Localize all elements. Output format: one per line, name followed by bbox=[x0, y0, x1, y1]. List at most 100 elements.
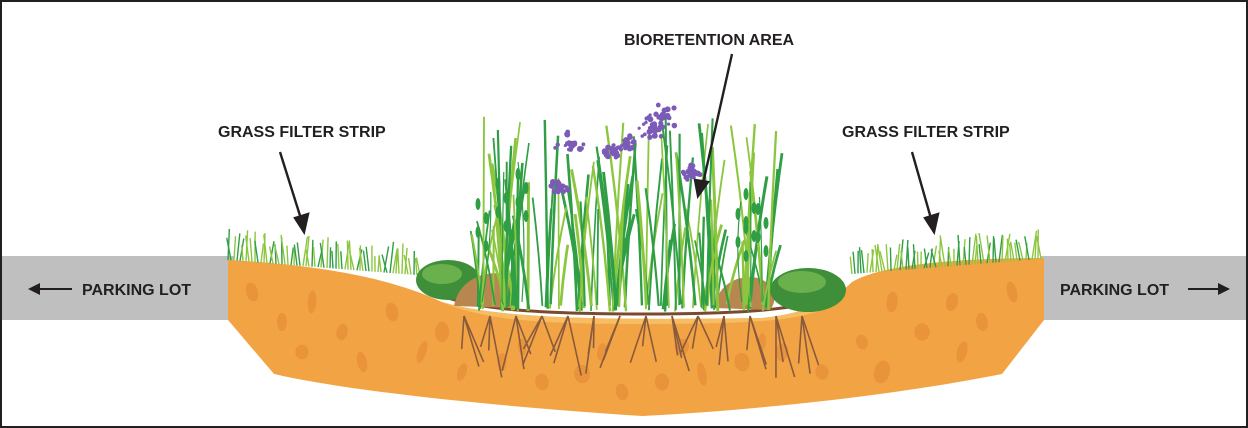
grass-blade bbox=[853, 252, 855, 274]
soil-blob bbox=[295, 345, 308, 360]
leaf bbox=[744, 250, 749, 262]
flower-floret bbox=[553, 146, 557, 150]
grass-blade bbox=[398, 248, 399, 273]
leader-bioretention bbox=[702, 54, 732, 188]
grass-blade bbox=[250, 238, 252, 262]
grass-blade bbox=[234, 236, 236, 260]
grass-blade bbox=[330, 247, 331, 268]
flower-floret bbox=[687, 174, 690, 177]
grass-blade bbox=[1007, 239, 1008, 262]
label-bioretention-area: BIORETENTION AREA bbox=[624, 32, 795, 49]
flower-floret bbox=[656, 103, 661, 108]
flower-floret bbox=[638, 127, 641, 130]
grass-blade bbox=[862, 250, 864, 273]
grass-blade bbox=[237, 233, 240, 260]
shrub-right-highlight bbox=[778, 271, 826, 293]
flower-floret bbox=[642, 123, 645, 126]
grass-blade bbox=[897, 244, 900, 271]
flower-floret bbox=[615, 153, 620, 158]
grass-blade bbox=[341, 251, 342, 269]
shrub-left-highlight bbox=[422, 264, 462, 284]
flower-floret bbox=[660, 112, 666, 118]
grass-blade bbox=[332, 251, 333, 269]
flower-floret bbox=[556, 185, 561, 190]
parking-lot-text-left: PARKING LOT bbox=[82, 282, 191, 299]
soil-blob bbox=[277, 313, 287, 331]
leaf bbox=[504, 192, 509, 204]
leaf bbox=[764, 245, 769, 257]
grass-blade bbox=[347, 241, 348, 270]
flower-floret bbox=[682, 172, 687, 177]
leaf bbox=[496, 178, 501, 190]
grass-blade bbox=[291, 247, 293, 265]
leaf bbox=[736, 236, 741, 248]
leaf bbox=[504, 220, 509, 232]
flower-floret bbox=[567, 148, 571, 152]
leaf bbox=[744, 222, 749, 234]
plant-blade bbox=[597, 209, 598, 305]
leaf bbox=[484, 240, 489, 252]
grass-blade bbox=[390, 242, 393, 273]
leaf bbox=[524, 210, 529, 222]
flower-floret bbox=[685, 178, 689, 182]
grass-blade bbox=[850, 257, 852, 274]
grass-blade bbox=[297, 242, 300, 265]
flower-floret bbox=[605, 153, 611, 159]
grass-blade bbox=[363, 251, 366, 271]
flower-floret bbox=[665, 113, 670, 118]
arrowhead-grass-left bbox=[295, 214, 308, 232]
flower-floret bbox=[671, 105, 676, 110]
grass-blade bbox=[287, 246, 288, 265]
plant-blade bbox=[693, 124, 708, 308]
grass-blade bbox=[890, 248, 891, 271]
flower-floret bbox=[648, 126, 652, 130]
flower-floret bbox=[564, 132, 569, 137]
grass-blade bbox=[1002, 236, 1003, 262]
plant-blade bbox=[533, 198, 543, 306]
flower-floret bbox=[561, 189, 566, 194]
leaf bbox=[516, 196, 521, 208]
leaf bbox=[756, 203, 761, 215]
grass-blade bbox=[338, 244, 339, 269]
grass-blade bbox=[867, 253, 868, 273]
flower-floret bbox=[653, 112, 658, 117]
flower-floret bbox=[643, 133, 647, 137]
leaf bbox=[524, 182, 529, 194]
grass-blade bbox=[314, 247, 315, 267]
flower-floret bbox=[578, 147, 583, 152]
leaf bbox=[516, 168, 521, 180]
parking-lot-text-right: PARKING LOT bbox=[1060, 282, 1169, 299]
flower-floret bbox=[696, 171, 700, 175]
flower-floret bbox=[691, 168, 695, 172]
grass-blade bbox=[261, 243, 263, 262]
leaf bbox=[476, 226, 481, 238]
flower-floret bbox=[564, 144, 567, 147]
flower-floret bbox=[667, 122, 670, 125]
grass-blade bbox=[327, 237, 328, 268]
flower-floret bbox=[625, 140, 630, 145]
grass-blade bbox=[379, 255, 381, 272]
grass-blade bbox=[312, 240, 313, 267]
flower-floret bbox=[626, 145, 631, 150]
leaf bbox=[744, 188, 749, 200]
leaf bbox=[756, 231, 761, 243]
plant-blade bbox=[483, 117, 484, 304]
label-grass-filter-strip-right: GRASS FILTER STRIP bbox=[842, 124, 1010, 141]
flower-floret bbox=[631, 139, 636, 144]
grass-blade bbox=[886, 244, 888, 271]
grass-blade bbox=[409, 258, 411, 274]
flower-floret bbox=[581, 142, 585, 146]
flower-floret bbox=[628, 135, 633, 140]
flower-floret bbox=[652, 133, 658, 139]
plant-blade bbox=[561, 245, 568, 306]
grass-blade bbox=[917, 252, 918, 269]
grass-blade bbox=[402, 244, 403, 274]
flower-floret bbox=[652, 121, 658, 127]
flower-floret bbox=[672, 123, 678, 129]
leader-grass-left bbox=[280, 152, 302, 222]
flower-floret bbox=[619, 144, 622, 147]
label-grass-filter-strip-left: GRASS FILTER STRIP bbox=[218, 124, 386, 141]
leaf bbox=[736, 208, 741, 220]
